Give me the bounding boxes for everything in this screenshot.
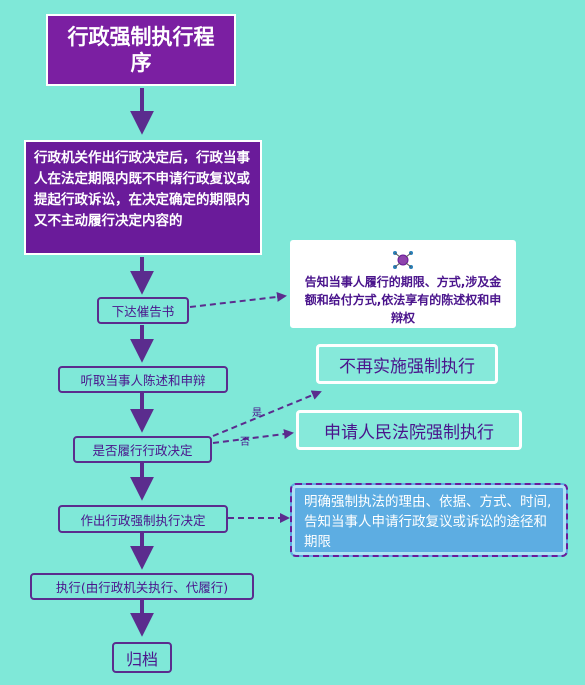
dashed-arrow-notice — [189, 291, 287, 308]
decision-detail-text: 明确强制执法的理由、依据、方式、时间,告知当事人申请行政复议或诉讼的途径和期限 — [304, 494, 552, 550]
edge-label-no: 否 — [240, 437, 250, 448]
apply-court-box: 申请人民法院强制执行 — [296, 410, 522, 450]
network-icon — [302, 247, 504, 273]
step-execute-label: 执行(由行政机关执行、代履行) — [55, 580, 229, 595]
apply-court-label: 申请人民法院强制执行 — [324, 422, 494, 443]
step-execute: 执行(由行政机关执行、代履行) — [30, 573, 254, 600]
condition-box: 行政机关作出行政决定后，行政当事人在法定期限内既不申请行政复议或提起行政诉讼，在… — [24, 140, 262, 255]
diagram-title: 行政强制执行程序 — [67, 25, 215, 75]
step-make-label: 作出行政强制执行决定 — [80, 512, 206, 528]
step-decide-label: 是否履行行政决定 — [92, 443, 193, 458]
step-notice-label: 下达催告书 — [111, 304, 175, 319]
notice-detail-box: 告知当事人履行的期限、方式,涉及金额和给付方式,依法享有的陈述权和申辩权 — [290, 240, 516, 328]
step-archive-label: 归档 — [125, 649, 158, 669]
no-enforce-box: 不再实施强制执行 — [316, 344, 498, 384]
step-hear-label: 听取当事人陈述和申辩 — [80, 373, 206, 388]
condition-text: 行政机关作出行政决定后，行政当事人在法定期限内既不申请行政复议或提起行政诉讼，在… — [34, 150, 250, 229]
step-decide: 是否履行行政决定 — [73, 436, 212, 463]
notice-detail-text: 告知当事人履行的期限、方式,涉及金额和给付方式,依法享有的陈述权和申辩权 — [304, 275, 502, 325]
step-notice: 下达催告书 — [97, 297, 189, 324]
no-enforce-label: 不再实施强制执行 — [339, 356, 475, 377]
edge-label-yes: 是 — [252, 408, 262, 419]
step-make: 作出行政强制执行决定 — [58, 505, 228, 533]
dashed-arrow-no — [212, 429, 294, 444]
step-hear: 听取当事人陈述和申辩 — [58, 366, 228, 393]
decision-detail-box: 明确强制执法的理由、依据、方式、时间,告知当事人申请行政复议或诉讼的途径和期限 — [290, 483, 568, 557]
step-archive: 归档 — [112, 642, 172, 673]
title-box: 行政强制执行程序 — [46, 14, 236, 86]
